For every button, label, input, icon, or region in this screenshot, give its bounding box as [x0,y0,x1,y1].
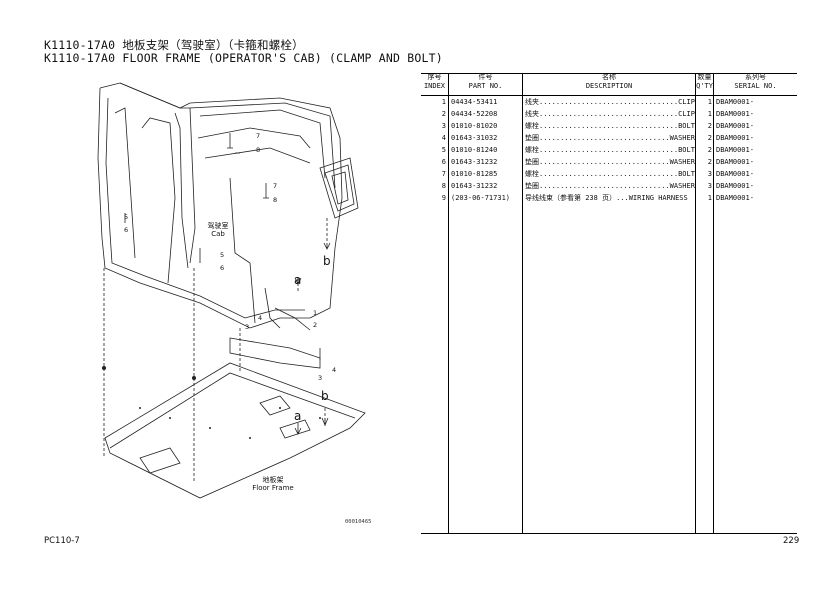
callout-5a: 5 [124,213,128,221]
callout-4b: 4 [332,366,336,374]
floor-label-cn: 地板架 [263,475,284,484]
cell-desc: 导线线束（参看第 238 页）...WIRING HARNESS [525,194,688,202]
cell-index: 7 [441,170,446,178]
table-row: 2 04434-52208 线夹..........................… [421,108,797,120]
cell-qty: 2 [707,134,712,142]
cab-label-cn: 驾驶室 [208,221,229,230]
cell-desc: 线夹.................................CLIP [525,110,695,118]
cell-part: 04434-52208 [451,110,498,118]
cell-serial: DBAM0001- [716,170,754,178]
cell-qty: 1 [707,110,712,118]
cell-qty: 1 [707,98,712,106]
cell-serial: DBAM0001- [716,110,754,118]
cell-part: 04434-53411 [451,98,498,106]
cell-qty: 2 [707,146,712,154]
cell-index: 6 [441,158,446,166]
arrow-label-b1: b [323,254,331,268]
cell-index: 4 [441,134,446,142]
table-row: 8 01643-31232 垫圈..........................… [421,180,797,192]
cell-desc: 螺栓.................................BOLT [525,146,695,154]
cell-desc: 螺栓.................................BOLT [525,122,695,130]
cell-qty: 3 [707,182,712,190]
cell-part: 01010-81240 [451,146,498,154]
cell-desc: 线夹.................................CLIP [525,98,695,106]
cell-desc: 垫圈...............................WASHER [525,158,695,166]
callout-7b: 7 [273,182,277,190]
cell-index: 5 [441,146,446,154]
arrow-label-a1: a [294,273,301,287]
cell-index: 2 [441,110,446,118]
cab-label-en: Cab [211,230,225,238]
cell-desc: 垫圈...............................WASHER [525,134,695,142]
figure-code: 00010465 [345,519,372,525]
cell-qty: 1 [707,194,712,202]
cell-qty: 3 [707,170,712,178]
cell-part: 01643-31232 [451,182,498,190]
callout-3a: 3 [245,323,249,331]
callout-6a: 6 [124,226,128,234]
page-title-en: K1110-17A0 FLOOR FRAME (OPERATOR'S CAB) … [44,51,443,65]
cell-serial: DBAM0001- [716,146,754,154]
table-row: 9 (203-06-71731) 导线线束（参看第 238 页）...WIRING … [421,192,797,204]
callout-3b: 3 [318,374,322,382]
cell-serial: DBAM0001- [716,134,754,142]
arrow-label-b2: b [321,389,329,403]
callout-1: 1 [313,309,317,317]
callout-7a: 7 [256,132,260,140]
cell-index: 8 [441,182,446,190]
table-row: 1 04434-53411 线夹..........................… [421,96,797,108]
cell-part: 01010-81285 [451,170,498,178]
cell-serial: DBAM0001- [716,158,754,166]
cell-qty: 2 [707,122,712,130]
callout-5b: 5 [220,251,224,259]
cell-part: 01010-81020 [451,122,498,130]
table-row: 4 01643-31032 垫圈..........................… [421,132,797,144]
arrow-label-a2: a [294,409,301,423]
cell-serial: DBAM0001- [716,122,754,130]
callout-6b: 6 [220,264,224,272]
callout-8a: 8 [256,146,260,154]
cell-index: 1 [441,98,446,106]
cell-desc: 螺栓.................................BOLT [525,170,695,178]
cell-part: (203-06-71731) [451,194,511,202]
cell-part: 01643-31032 [451,134,498,142]
cell-serial: DBAM0001- [716,182,754,190]
exploded-parts-diagram: 7 8 7 8 5 6 5 6 3 4 1 2 4 3 a b b a 驾驶室 … [97,82,366,499]
cell-part: 01643-31232 [451,158,498,166]
cell-serial: DBAM0001- [716,194,754,202]
footer-model: PC110-7 [44,536,80,546]
cell-qty: 2 [707,158,712,166]
table-row: 3 01010-81020 螺栓..........................… [421,120,797,132]
table-row: 7 01010-81285 螺栓..........................… [421,168,797,180]
cell-desc: 垫圈...............................WASHER [525,182,695,190]
table-row: 6 01643-31232 垫圈..........................… [421,156,797,168]
page-number: 229 [783,536,800,546]
cell-index: 9 [441,194,446,202]
callout-8b: 8 [273,196,277,204]
callout-4a: 4 [258,314,262,322]
floor-label-en: Floor Frame [252,484,293,492]
callout-2: 2 [313,321,317,329]
cell-index: 3 [441,122,446,130]
page-title-cn: K1110-17A0 地板支架（驾驶室）（卡箍和螺栓） [44,38,304,52]
table-row: 5 01010-81240 螺栓..........................… [421,144,797,156]
cell-serial: DBAM0001- [716,98,754,106]
